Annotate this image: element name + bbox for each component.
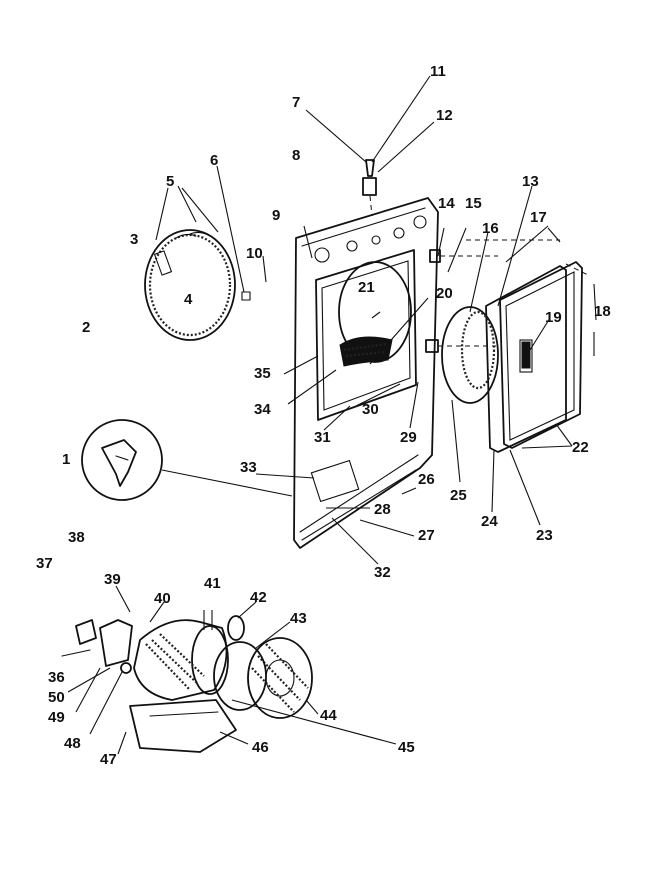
callout-15: 15 xyxy=(465,195,482,212)
callout-17: 17 xyxy=(530,209,547,226)
callout-9: 9 xyxy=(272,207,280,224)
callout-25: 25 xyxy=(450,487,467,504)
callout-14: 14 xyxy=(438,195,455,212)
callout-21: 21 xyxy=(358,279,375,296)
motor-assembly xyxy=(61,615,313,753)
door-switch xyxy=(362,159,377,217)
callout-31: 31 xyxy=(314,429,331,446)
callout-7: 7 xyxy=(292,94,300,111)
callout-5: 5 xyxy=(166,173,174,190)
callout-47: 47 xyxy=(100,751,117,768)
callout-26: 26 xyxy=(418,471,435,488)
callout-19: 19 xyxy=(545,309,562,326)
callout-13: 13 xyxy=(522,173,539,190)
callout-24: 24 xyxy=(481,513,498,530)
callout-11: 11 xyxy=(430,63,446,80)
callout-27: 27 xyxy=(418,527,435,544)
callout-48: 48 xyxy=(64,735,81,752)
inset-detail xyxy=(81,419,293,501)
callout-2: 2 xyxy=(82,319,90,336)
callout-30: 30 xyxy=(362,401,379,418)
callout-42: 42 xyxy=(250,589,267,606)
callout-32: 32 xyxy=(374,564,391,581)
callout-6: 6 xyxy=(210,152,218,169)
callout-34: 34 xyxy=(254,401,271,418)
callout-12: 12 xyxy=(436,107,453,124)
callout-33: 33 xyxy=(240,459,257,476)
callout-41: 41 xyxy=(204,575,221,592)
callout-49: 49 xyxy=(48,709,65,726)
callout-1: 1 xyxy=(62,451,70,468)
callout-29: 29 xyxy=(400,429,417,446)
callout-22: 22 xyxy=(572,439,589,456)
callout-36: 36 xyxy=(48,669,65,686)
door-assembly xyxy=(425,239,591,453)
callout-8: 8 xyxy=(292,147,300,164)
callout-43: 43 xyxy=(290,610,307,627)
callout-20: 20 xyxy=(436,285,453,302)
callout-10: 10 xyxy=(246,245,263,262)
callout-46: 46 xyxy=(252,739,269,756)
callout-37: 37 xyxy=(36,555,53,572)
callout-4: 4 xyxy=(184,291,193,308)
callout-45: 45 xyxy=(398,739,415,756)
callout-16: 16 xyxy=(482,220,499,237)
front-panel xyxy=(293,197,439,549)
drum-light-ring xyxy=(144,229,251,341)
callout-23: 23 xyxy=(536,527,553,544)
callout-44: 44 xyxy=(320,707,337,724)
callout-35: 35 xyxy=(254,365,271,382)
callout-3: 3 xyxy=(130,231,138,248)
callout-labels: 11 7 12 8 6 5 13 9 14 15 16 17 3 10 21 2… xyxy=(36,63,611,768)
leader-lines xyxy=(67,75,597,755)
callout-50: 50 xyxy=(48,689,65,706)
callout-40: 40 xyxy=(154,590,171,607)
callout-28: 28 xyxy=(374,501,391,518)
callout-38: 38 xyxy=(68,529,85,546)
callout-39: 39 xyxy=(104,571,121,588)
callout-18: 18 xyxy=(594,303,611,320)
